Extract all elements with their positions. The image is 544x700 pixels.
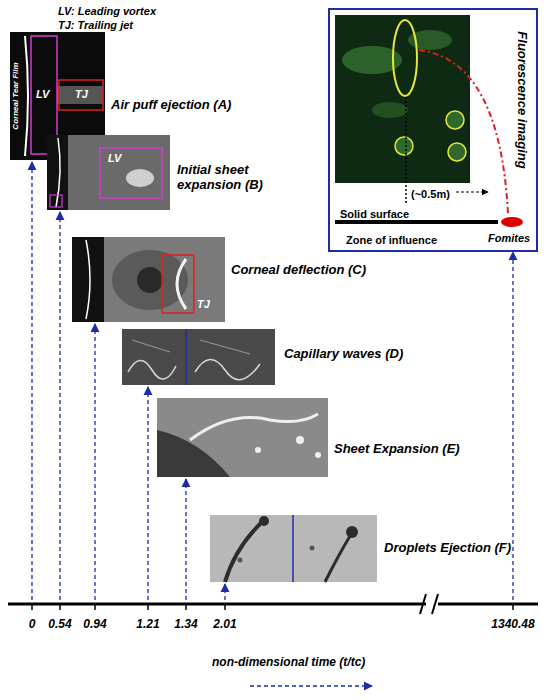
frame-divider [292,515,294,582]
photo-label: LV [36,88,49,101]
tick-label: 0 [29,618,36,632]
fomites-label: Fomites [488,232,530,245]
tick-label: 0.54 [48,618,71,632]
axis-line [8,603,538,606]
photo-b [47,135,170,210]
frame-divider [185,329,187,385]
photo-e [157,398,328,477]
distance-arrow [456,191,488,192]
jet-glow [57,86,103,104]
pupil [137,267,163,293]
zone-label: Zone of influence [346,234,437,247]
highlight-ellipse [393,20,417,96]
droplet-marker [446,111,464,129]
stage-panel: Capillary waves (D) [122,329,275,385]
stage-panel: Initial sheet expansion (B)LV [47,135,170,210]
photo-label: TJ [197,298,210,311]
axis-title: non-dimensional time (t/tc) [212,656,365,670]
panel-caption: Capillary waves (D) [283,347,404,362]
time-leader [94,324,95,600]
panel-caption: Initial sheet expansion (B) [176,163,280,193]
stage-panel: Droplets Ejection (F) [210,515,377,582]
fomite-drop [501,217,523,227]
photo-label: TJ [75,88,88,101]
time-leader [185,479,186,600]
ligament [325,536,350,582]
droplet [259,516,269,526]
tick-label: 1340.48 [491,618,534,632]
stage-panel: Air puff ejection (A)Corneal Tear FilmLV… [10,32,105,160]
droplet [296,436,304,444]
inset-panel: Fluorescence imaging (~0.5m)Solid surface… [328,8,538,252]
axis-ticks [32,604,513,610]
time-leader [512,252,513,600]
eye [112,250,188,310]
photo-ground [72,237,225,322]
lash [132,340,250,354]
panel-caption: Corneal deflection (C) [230,263,367,278]
droplet [126,169,154,187]
solid-surface [335,220,498,224]
stage-panel: Corneal deflection (C)TJ [72,237,225,322]
droplet-marker [395,137,413,155]
ligament [225,522,262,582]
panel-caption: Sheet Expansion (E) [333,442,461,457]
droplet [238,558,243,563]
time-leader [147,387,148,600]
surface-label: Solid surface [340,208,409,221]
liquid-sheet [190,414,318,440]
jet-frame [59,80,103,110]
tick-label: 2.01 [213,618,236,632]
tick-label: 0.94 [83,618,106,632]
vortex-frame [100,148,162,198]
tear-film [25,36,28,156]
droplet [310,546,315,551]
jet-frame [162,255,194,313]
key-label: TJ: Trailing jet [58,19,133,32]
photo-ground [122,329,275,385]
time-leader [31,162,32,600]
time-leader [59,212,60,600]
vortex-frame [50,195,62,207]
photo-strip [72,237,104,322]
key-label: LV: Leading vortex [58,5,156,18]
inset-title: Fluorescence imaging [515,31,530,168]
deflection-arc [177,259,186,309]
tear-film [56,138,60,207]
photo-ground [157,398,328,477]
droplet-marker [448,143,466,161]
panel-caption: Droplets Ejection (F) [383,541,512,556]
fluorescence-photo [335,15,523,227]
photo-label: LV [108,152,121,165]
droplet [346,526,358,538]
time-axis [8,594,538,614]
photo-d [122,329,275,385]
tick-label: 1.34 [174,618,197,632]
time-leader [224,584,225,600]
drop-line [405,97,407,203]
photo-strip [47,135,68,210]
fluorescent-blob [372,102,408,118]
capillary-wave [128,359,260,379]
axis-break [420,594,438,614]
tick-label: 1.21 [136,618,159,632]
droplet [315,452,321,458]
photo-c [72,237,225,322]
time-leaders [32,162,513,686]
photo-f [210,515,377,582]
stage-panel: Sheet Expansion (E) [157,398,328,477]
photo-ground [335,15,470,183]
photo-label: Corneal Tear Film [11,62,20,129]
photo-ground [210,515,377,582]
distance-label: (~0.5m) [411,188,450,201]
droplet [255,447,261,453]
photo-ground [47,135,170,210]
time-direction-arrow [250,685,372,686]
panel-caption: Air puff ejection (A) [110,98,232,113]
tear-film [86,240,90,319]
